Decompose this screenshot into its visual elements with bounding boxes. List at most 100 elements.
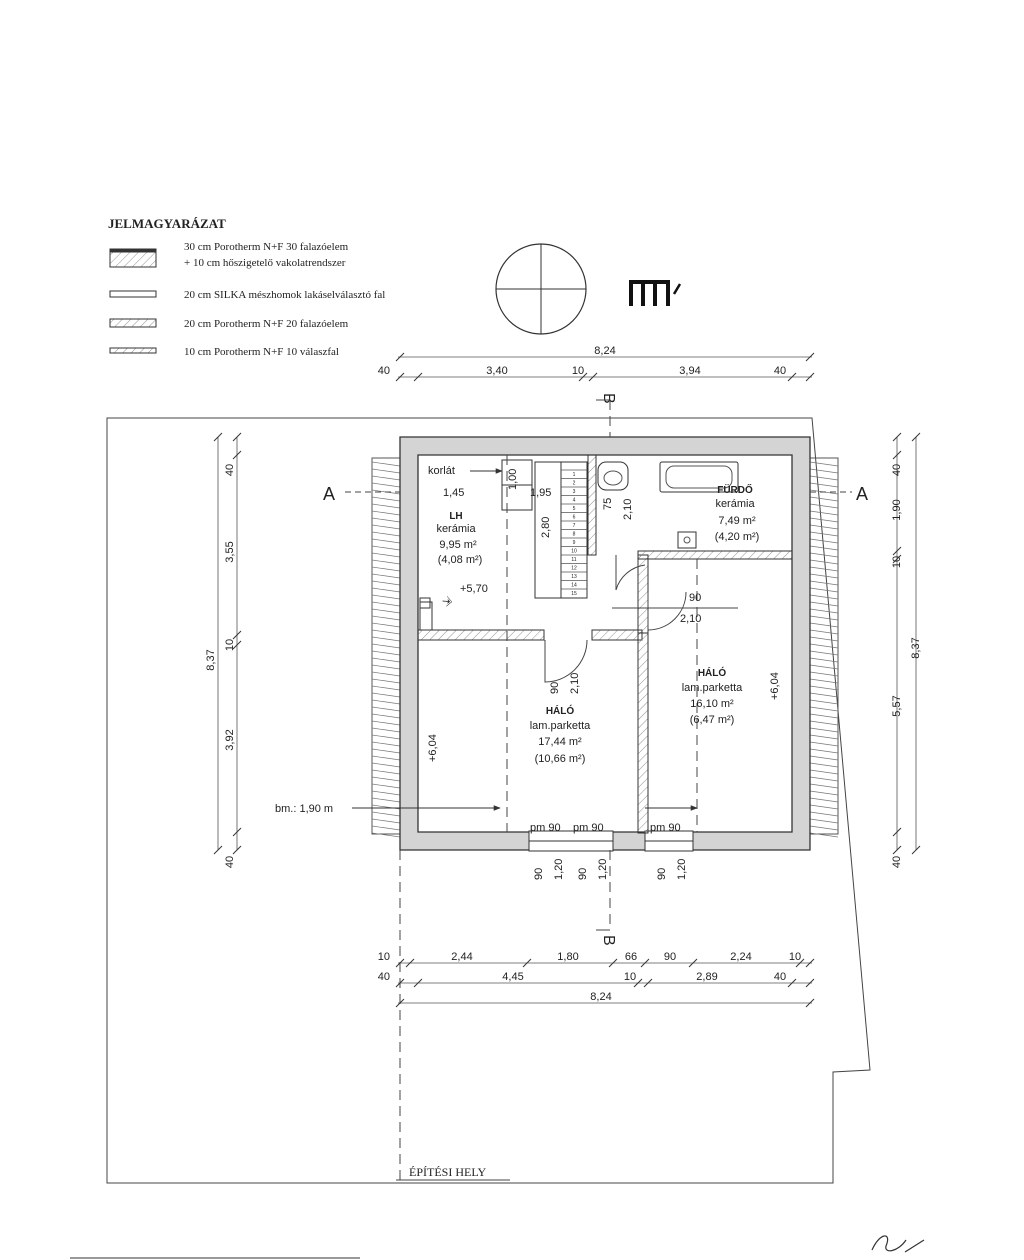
svg-text:lam.parketta: lam.parketta [530,720,591,732]
stair-step-number: 7 [573,523,576,529]
level-marker-lh: +5,70 [460,583,488,595]
roof-tile-line [809,811,839,817]
legend-label-3: 20 cm Porotherm N+F 20 falazóelem [184,318,349,330]
room-furdo: FÜRDŐ kerámia 7,49 m² (4,20 m²) [715,483,760,543]
site-label: ÉPÍTÉSI HELY [409,1165,486,1179]
roof-tile-line [371,741,401,747]
svg-text:1,00: 1,00 [507,469,519,490]
roof-tile-line [809,552,839,558]
dimension-tick [232,450,242,460]
legend-label-2: 20 cm SILKA mészhomok lakáselválasztó fa… [184,289,385,301]
dimension-tick [395,998,405,1008]
roof-tile-line [809,783,839,789]
roof-tile-line [371,769,401,775]
roof-tile-line [371,461,401,467]
stair-step-number: 15 [571,591,577,597]
svg-text:FÜRDŐ: FÜRDŐ [717,483,753,496]
dimension-tick [633,978,643,988]
dimension-tick [232,630,242,640]
svg-text:1,90: 1,90 [891,499,903,520]
svg-text:1,20: 1,20 [597,859,609,880]
roof-tile-line [809,643,839,649]
stair-step-number: 3 [573,489,576,495]
svg-text:pm 90: pm 90 [650,822,681,834]
dimension-tick [643,978,653,988]
interior-walls [417,454,793,834]
room-halo-2: HÁLÓ lam.parketta 16,10 m² (6,47 m²) [682,666,743,726]
outer-walls [399,436,811,851]
legend-title: JELMAGYARÁZAT [108,216,226,231]
stair-step-number: 1 [573,472,576,478]
svg-text:(4,20 m²): (4,20 m²) [715,531,760,543]
roof-tile-line [371,671,401,677]
svg-text:B: B [600,935,617,946]
roof-tile-line [371,545,401,551]
roof-tile-line [809,538,839,544]
roof-tile-line [809,664,839,670]
dimension-tick [787,372,797,382]
svg-text:kerámia: kerámia [436,523,476,535]
dimension-tick [232,640,242,650]
svg-text:90: 90 [656,868,668,880]
roof-tile-line [371,811,401,817]
railing [470,459,533,511]
stair-step-number: 2 [573,481,576,487]
svg-text:lam.parketta: lam.parketta [682,682,743,694]
svg-text:3,94: 3,94 [679,365,700,377]
roof-tile-line [809,734,839,740]
roof-tile-line [809,615,839,621]
roof-tile-line [371,643,401,649]
svg-text:90: 90 [664,951,676,963]
section-a-right: A [810,484,868,504]
roof-tile-line [371,524,401,530]
toilet [597,461,629,491]
roof-tile-line [809,699,839,705]
dimension-tick [805,958,815,968]
dimension-tick [395,372,405,382]
roof-tile-line [809,832,839,838]
roof-tile-line [371,573,401,579]
roof-tile-line [809,720,839,726]
roof-tile-line [809,545,839,551]
roof-tile-line [371,650,401,656]
stair-step-number: 5 [573,506,576,512]
svg-text:1,20: 1,20 [553,859,565,880]
dimension-tick [588,372,598,382]
roof-tile-line [371,657,401,663]
roof-tile-line [371,531,401,537]
svg-text:90: 90 [533,868,545,880]
dimension-tick [911,845,921,855]
svg-text:40: 40 [891,464,903,476]
roof-edge-right [809,457,839,838]
dimension-tick [522,958,532,968]
roof-tile-line [371,496,401,502]
compass-icon [495,243,587,335]
dashed-lines [399,400,698,1183]
stair-step-number: 9 [573,540,576,546]
svg-text:B: B [600,393,617,404]
svg-text:pm 90: pm 90 [530,822,561,834]
dimension-tick [608,958,618,968]
roof-tile-line [371,601,401,607]
section-b-bottom: B [596,929,617,946]
bottom-windows [528,830,694,852]
svg-text:1,20: 1,20 [676,859,688,880]
roof-tile-line [371,468,401,474]
dimension-tick [395,352,405,362]
level-marker-right: +6,04 [769,672,781,700]
roof-tile-line [371,552,401,558]
roof-tile-line [809,482,839,488]
legend-swatch-porotherm10 [109,347,157,354]
signature-mark [871,1235,925,1253]
roof-tile-line [809,468,839,474]
roof-tile-line [809,636,839,642]
roof-tile-line [371,692,401,698]
roof-tile-line [371,510,401,516]
roof-tile-line [371,706,401,712]
svg-text:LH: LH [449,511,462,522]
roof-tile-line [371,629,401,635]
stair-step-number: 14 [571,583,577,589]
roof-tile-line [809,790,839,796]
roof-tile-line [809,769,839,775]
svg-text:3,92: 3,92 [224,729,236,750]
